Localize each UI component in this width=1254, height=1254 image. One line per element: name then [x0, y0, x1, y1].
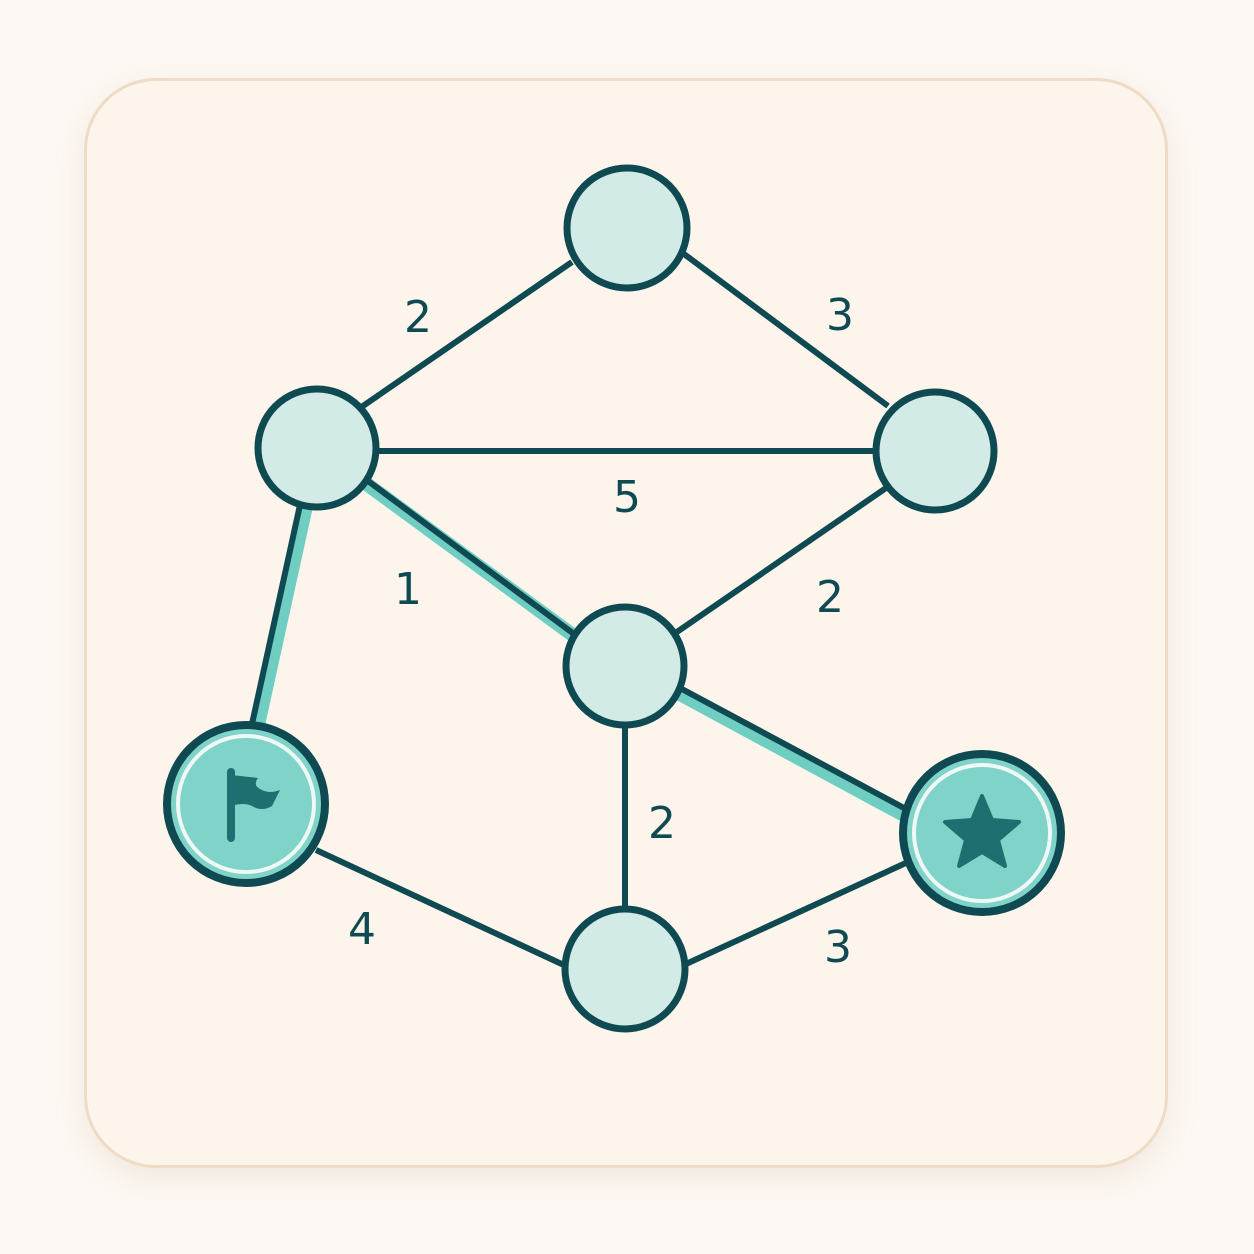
edge-start-left — [249, 504, 303, 725]
node-start — [163, 721, 329, 887]
weight-bottom-goal: 3 — [824, 922, 852, 973]
nodes — [163, 164, 1065, 1033]
weight-left-top: 2 — [404, 292, 432, 343]
weight-center-right: 2 — [816, 572, 844, 623]
edge-left-center — [362, 475, 576, 637]
weight-left-center: 1 — [394, 564, 422, 615]
flag-icon — [227, 768, 280, 842]
edge-center-right — [672, 485, 888, 637]
edge-top-right — [682, 251, 890, 409]
node-center — [562, 603, 688, 729]
weight-top-right: 3 — [826, 290, 854, 341]
node-left — [254, 385, 380, 511]
node-top — [563, 164, 691, 292]
weight-left-right: 5 — [613, 472, 641, 523]
edge-bottom-goal — [684, 859, 910, 967]
node-goal — [899, 750, 1065, 916]
highlight-edge-start-left — [251, 499, 313, 732]
node-bottom — [561, 905, 689, 1033]
edge-left-top — [358, 259, 574, 411]
node-right — [872, 388, 998, 514]
star-icon — [943, 794, 1021, 868]
weight-start-bottom: 4 — [348, 904, 376, 955]
edges — [249, 251, 910, 969]
edge-weights: 2 3 5 1 2 2 4 3 — [348, 290, 854, 973]
edge-center-goal — [678, 685, 906, 811]
weight-center-bottom: 2 — [648, 798, 676, 849]
highlight-edge-center-goal — [673, 687, 909, 821]
edge-start-bottom — [314, 847, 568, 969]
